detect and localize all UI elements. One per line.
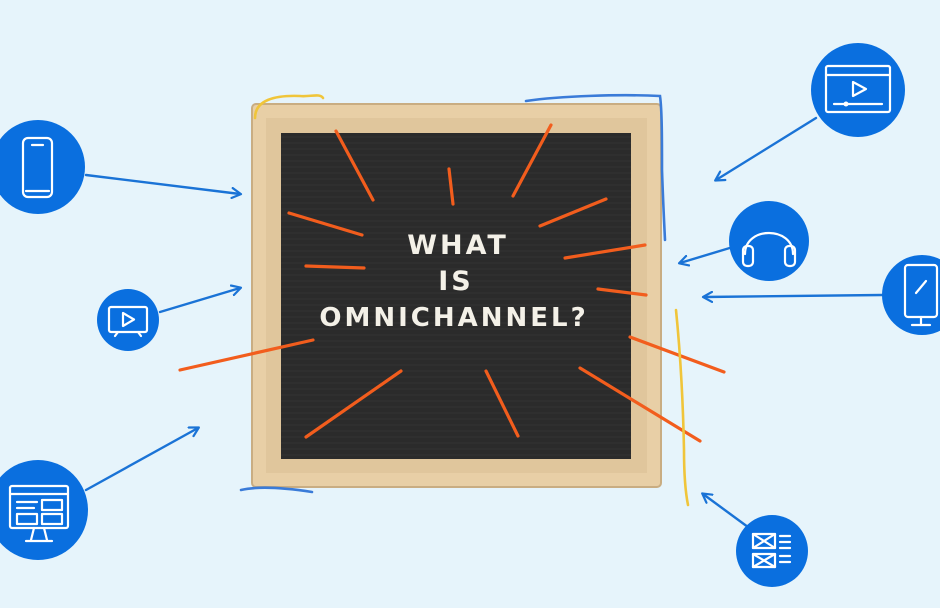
board-felt (281, 133, 631, 459)
orange-rays (178, 123, 726, 443)
letter-board: WHAT IS OMNICHANNEL? (251, 103, 662, 488)
yellow-scribble-right (674, 308, 690, 507)
digital-kiosk-icon (882, 255, 940, 335)
smartphone-icon (0, 120, 85, 214)
video-player-icon (811, 43, 905, 137)
headphones-icon (729, 201, 809, 281)
newsletter-icon (736, 515, 808, 587)
board-line-omnichannel: OMNICHANNEL? (319, 303, 588, 333)
tv-icon (97, 289, 159, 351)
board-line-is: IS (438, 266, 474, 297)
yellow-scribble-top (253, 94, 325, 120)
website-icon (0, 460, 88, 560)
blue-scribble-top-right (524, 93, 667, 242)
arrows (84, 116, 884, 532)
blue-scribble-bottom (239, 486, 314, 494)
board-line-what: WHAT (407, 230, 509, 261)
